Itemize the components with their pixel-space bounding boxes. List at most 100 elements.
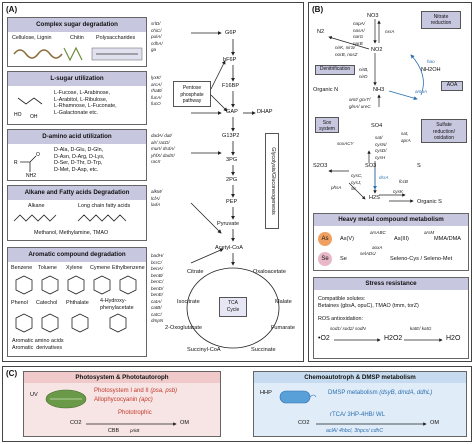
so3-node: SO3 xyxy=(365,163,377,169)
polysaccharides-label: Polysaccharides xyxy=(96,35,136,41)
co2-chemo-node: CO2 xyxy=(298,420,310,426)
d-amino-genes: dadA/ dat/ alr/ racD/ murI/ dsdA/ yhfX/ … xyxy=(151,133,175,164)
complex-sugar-box: Complex sugar degradation Cellulose, Lig… xyxy=(7,17,147,67)
heavy-metal-box: Heavy metal compound metabolism As As(V)… xyxy=(313,213,469,271)
photosystem-box: Photosystem & Phototautoroph UV Photosys… xyxy=(23,371,221,437)
alkane-genes: alkM/ lcfA/ ladA xyxy=(151,189,162,207)
n2-node: N2 xyxy=(317,29,325,35)
glycolysis-label-box: Glycolysis/Gluconeogenesis xyxy=(265,133,279,229)
pyruvate-node: Pyruvate xyxy=(217,221,240,227)
nap-genes: napA/ nasA/ narG narB xyxy=(353,21,366,46)
svg-text:O: O xyxy=(36,152,40,158)
complex-sugar-title: Complex sugar degradation xyxy=(8,18,146,32)
alkane-label: Alkane xyxy=(28,203,45,209)
citrate-node: Citrate xyxy=(187,269,204,275)
cbb-label: CBB xyxy=(108,428,120,434)
photo-arrow xyxy=(86,422,177,426)
o2-node: •O2 xyxy=(318,335,330,342)
lcfa-label: Long chain fatty acids xyxy=(78,203,131,209)
chitin-label: Chitin xyxy=(70,35,84,41)
dhap-node: DHAP xyxy=(257,109,273,115)
allo-gene: (apc) xyxy=(139,397,153,403)
prkb-gene: prkB xyxy=(130,428,140,433)
arsabc-gene: arsABC xyxy=(370,230,386,235)
nh2oh-node: NH2OH xyxy=(421,67,441,73)
methanol-label: Methanol, Methylamine, TMAO xyxy=(34,230,109,236)
l-sugar-list: L-Fucose, L-Arabinose, L-Arabitol, L-Rib… xyxy=(54,90,117,116)
soxacy-gene: soxACY xyxy=(337,141,354,146)
aromatic-footer: Aromatic amino acids Aromatic derivative… xyxy=(12,338,64,351)
rtca-label: rTCA/ 3HP-4HB/ WL xyxy=(330,412,386,418)
ros-arrows xyxy=(334,338,443,342)
alkane-chain-icon xyxy=(13,214,127,222)
heavy-metal-title: Heavy metal compound metabolism xyxy=(314,214,468,226)
h2s-node: H2S xyxy=(369,195,380,201)
dmsp-text: DMSP metabolism (dsyB, dmdA, ddhL) xyxy=(328,390,432,397)
aoa-box: AOA xyxy=(441,81,463,91)
s-node: S xyxy=(417,163,421,169)
chemo-arrow xyxy=(316,422,427,426)
dmsp-genes: (dsyB, dmdA, ddhL) xyxy=(379,390,433,396)
no3-node: NO3 xyxy=(367,13,379,19)
panel-a-label: (A) xyxy=(6,5,18,14)
panel-a: (A) Complex sugar degradation Cellulose,… xyxy=(2,2,304,362)
seleno-node: Seleno-Cys / Seleno-Met xyxy=(390,256,453,262)
panel-c: (C) Photosystem & Phototautoroph UV Phot… xyxy=(2,366,472,442)
l-sugar-title: L-sugar utilization xyxy=(8,72,146,86)
2-oxoglutarate-node: 2-Oxoglutarate xyxy=(165,325,203,331)
stress-box: Stress resistance Compatible solutes: Be… xyxy=(313,277,469,359)
pentose-phosphate-box: Pentose phosphate pathway xyxy=(173,81,211,107)
aromatic-title: Aromatic compound degradation xyxy=(8,248,146,262)
benzene-label: Benzene xyxy=(11,265,33,271)
hhp-label: HHP xyxy=(260,390,272,396)
cymene-label: Cymene xyxy=(90,265,111,271)
acetyl-coa-node: Acetyl-CoA xyxy=(215,245,243,251)
gap-node: GAP xyxy=(226,109,238,115)
aoxa-gene: aoxA xyxy=(372,245,383,250)
catechol-label: Catechol xyxy=(36,300,58,306)
so4-node: SO4 xyxy=(371,123,383,129)
l-sugar-genes: lyxK/ arcA/ rhaB/ fucA/ fucO xyxy=(151,75,162,106)
panel-b: (B) Nitrate reduction NO3 napA/ nasA/ na… xyxy=(308,2,472,362)
malate-node: Malate xyxy=(275,299,292,305)
nxr-gene: nxrA xyxy=(385,29,395,34)
cellulose-label: Cellulose, Lignin xyxy=(12,35,52,41)
3pg-node: 3PG xyxy=(226,157,238,163)
g6p-node: G6P xyxy=(225,30,237,36)
pep-node: PEP xyxy=(226,199,238,205)
dmsp-label: DMSP metabolism xyxy=(328,390,378,396)
f16bp-node: F16BP xyxy=(222,83,240,89)
sod-genes: sod1/ sod2/ sodN xyxy=(330,326,366,331)
aromatic-genes: badH/ bcrC/ benA/ benB/ benC/ benD/ benE… xyxy=(151,253,164,323)
s2o3-node: S2O3 xyxy=(313,163,328,169)
nirbd-genes: nirB, nirD xyxy=(359,67,369,79)
bacterium-icon xyxy=(279,390,317,404)
om-photo-node: OM xyxy=(180,420,190,426)
seladu-gene: selADU xyxy=(360,251,376,256)
photosystem-title: Photosystem & Phototautoroph xyxy=(24,372,220,383)
h2o-node: H2O xyxy=(446,335,461,342)
as-element-badge: As xyxy=(318,232,332,246)
sulfate-box: Sulfate reduction/ oxidation xyxy=(421,119,467,143)
orgn-node: Organic N xyxy=(313,87,339,93)
phthalate-label: Phthalate xyxy=(66,300,89,306)
solutes-text: Compatible solutes: Betaines (gbsA, opuC… xyxy=(318,296,419,309)
stress-title: Stress resistance xyxy=(314,278,468,290)
nh3-node: NH3 xyxy=(373,87,385,93)
kat-genes: katE/ katG xyxy=(410,326,432,331)
chemo-title: Chemoautotroph & DMSP metabolism xyxy=(254,372,466,383)
svg-text:OH: OH xyxy=(30,114,38,120)
cysk-gene: cysK xyxy=(393,189,403,194)
cys-genes: sat/ cysN/ cysD/ cysH xyxy=(375,135,387,160)
om-chemo-node: OM xyxy=(430,420,440,426)
aromatic-box: Aromatic compound degradation Benzene To… xyxy=(7,247,147,357)
fccb-gene: fccB xyxy=(399,179,408,184)
succinyl-coa-node: Succinyl-CoA xyxy=(187,347,221,353)
h2o2-node: H2O2 xyxy=(384,335,403,342)
isocitrate-node: Isocitrate xyxy=(177,299,200,305)
hao-gene: hao xyxy=(427,59,435,64)
glycolysis-arrows xyxy=(186,31,280,349)
co2-photo-node: CO2 xyxy=(70,420,82,426)
